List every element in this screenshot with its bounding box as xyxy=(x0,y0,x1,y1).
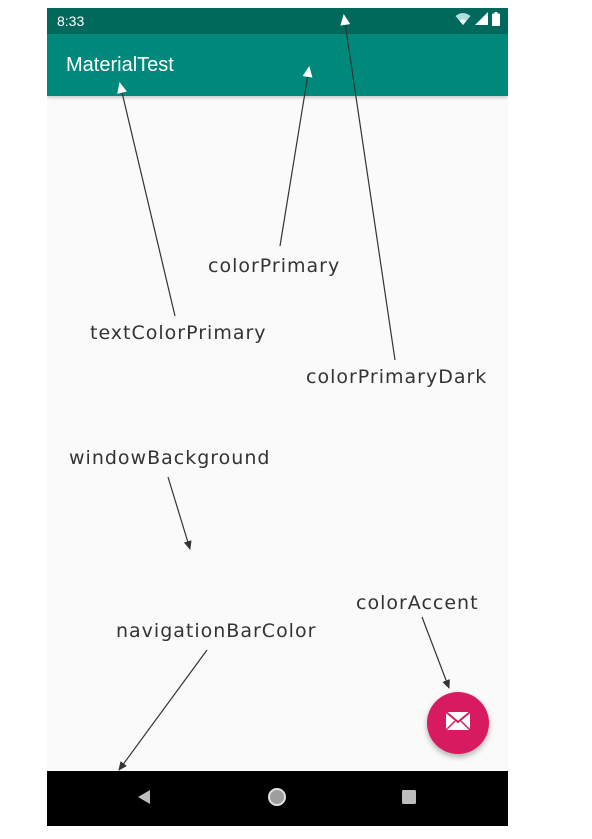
status-icons xyxy=(455,11,500,31)
home-icon xyxy=(267,787,287,812)
phone-screen: 8:33 MaterialTest xyxy=(47,8,508,826)
status-time: 8:33 xyxy=(57,13,85,29)
label-color-accent: colorAccent xyxy=(356,592,479,614)
recents-icon xyxy=(401,789,417,810)
label-color-primary: colorPrimary xyxy=(208,255,341,277)
navigation-bar xyxy=(47,771,508,826)
label-window-background: windowBackground xyxy=(69,447,271,469)
label-color-primary-dark: colorPrimaryDark xyxy=(306,366,488,388)
label-navigation-bar-color: navigationBarColor xyxy=(116,620,317,642)
home-button[interactable] xyxy=(266,787,288,812)
back-button[interactable] xyxy=(133,788,155,810)
back-icon xyxy=(136,789,152,810)
toolbar-title: MaterialTest xyxy=(66,54,174,76)
mail-icon xyxy=(445,710,471,736)
battery-icon xyxy=(492,11,500,31)
toolbar: MaterialTest xyxy=(47,34,508,96)
status-bar: 8:33 xyxy=(47,8,508,34)
floating-action-button[interactable] xyxy=(427,692,489,754)
recents-button[interactable] xyxy=(398,788,420,810)
label-text-color-primary: textColorPrimary xyxy=(90,322,267,344)
signal-icon xyxy=(475,12,488,30)
wifi-icon xyxy=(455,12,471,31)
